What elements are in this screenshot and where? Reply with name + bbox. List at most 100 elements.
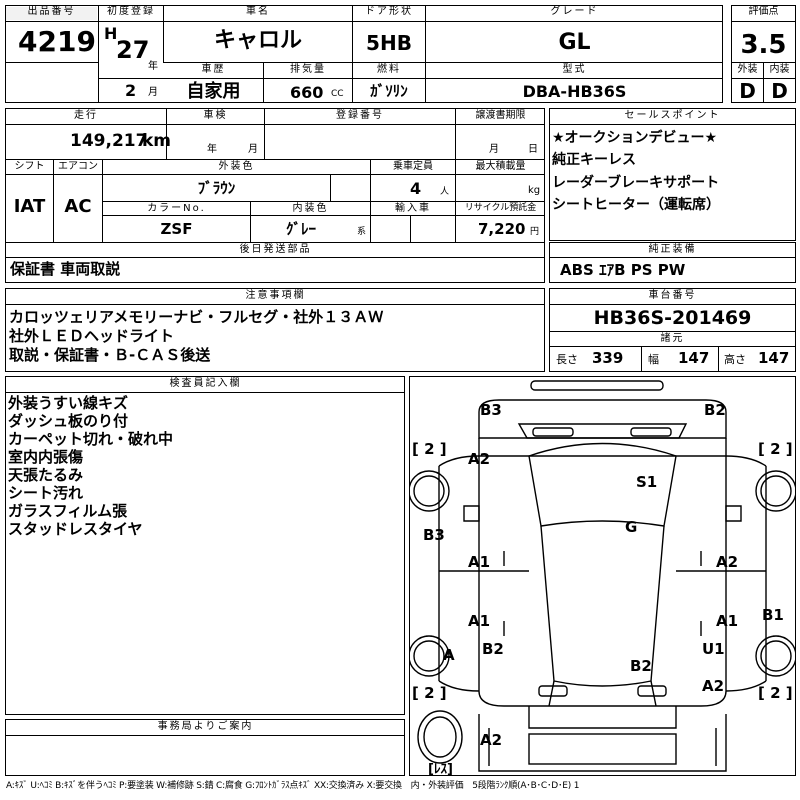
door-type: 5HB (366, 31, 412, 55)
caution-line: カロッツェリアメモリーナビ・フルセグ・社外１３ＡＷ (9, 308, 384, 326)
sales-item: レーダーブレーキサポート (552, 175, 720, 191)
grade: GL (558, 30, 591, 55)
detail-table (5, 108, 545, 283)
score: 3.5 (740, 30, 787, 60)
damage-mark: B3 (480, 401, 502, 419)
header-table (5, 5, 723, 103)
intcolor-label: 内装色 (292, 203, 329, 214)
door-label: ドア形状 (365, 6, 413, 17)
office-box (5, 719, 405, 776)
displacement-unit: CC (331, 89, 344, 99)
inspector-line: シート汚れ (8, 484, 84, 502)
inspector-label: 検査員記入欄 (169, 378, 242, 389)
inspector-line: ダッシュ板のり付 (8, 412, 129, 430)
car-outline (409, 380, 796, 772)
reg-year-unit: 年 (148, 61, 158, 72)
damage-mark: B2 (704, 401, 726, 419)
grade-label: グレード (550, 6, 599, 17)
caution-label: 注意事項欄 (245, 290, 306, 301)
interior-label: 内装 (769, 64, 790, 75)
inspection-year-unit: 年 (207, 144, 217, 155)
transfer-day-unit: 日 (528, 144, 538, 155)
capacity: 4 (410, 179, 422, 198)
load-label: 最大積載量 (475, 161, 526, 172)
colorno: ZSF (160, 220, 193, 238)
reg-month-unit: 月 (148, 87, 158, 98)
reg-label: 初度登録 (107, 6, 155, 17)
capacity-unit: 人 (440, 187, 450, 197)
equipment-label: 純正装備 (648, 244, 697, 255)
chassis-box (549, 288, 796, 372)
inspector-box (5, 376, 405, 715)
displacement-label: 排気量 (290, 64, 326, 75)
inspector-line: 外装うすい線キズ (8, 394, 129, 412)
history-label: 車歴 (201, 64, 226, 75)
inspection-month-unit: 月 (248, 144, 258, 155)
reg-era: H (104, 24, 118, 43)
history: 自家用 (186, 81, 241, 102)
model: DBA-HB36S (522, 82, 627, 101)
damage-mark: B3 (423, 526, 445, 544)
shift: IAT (13, 196, 46, 217)
recycle: 7,220 (478, 220, 526, 238)
ac-label: エアコン (58, 161, 98, 172)
color-label: 外装色 (218, 161, 255, 172)
equipment (549, 242, 796, 283)
tire-rear-left: [ 2 ] (412, 684, 447, 702)
recycle-unit: 円 (530, 227, 540, 237)
transfer-month-unit: 月 (489, 144, 499, 155)
sales-label: セールスポイント (624, 110, 721, 121)
mileage-label: 走行 (74, 110, 98, 121)
damage-mark: B2 (482, 640, 504, 658)
plate-label: 登録番号 (336, 110, 384, 121)
caution-line: 社外ＬＥＤヘッドライト (9, 327, 175, 345)
recycle-label: リサイクル預託金 (464, 203, 537, 213)
damage-mark: B2 (630, 657, 652, 675)
model-label: 型式 (562, 64, 587, 75)
sales-item: ★オークションデビュー★ (552, 130, 718, 146)
interior-grade: D (771, 79, 788, 103)
colorno-label: カラーNo. (147, 203, 206, 214)
damage-mark: A (443, 646, 455, 664)
capacity-label: 乗車定員 (393, 161, 433, 172)
inspector-line: 室内内張傷 (8, 448, 84, 466)
transfer-label: 譲渡書期限 (475, 110, 526, 121)
name-label: 車名 (246, 6, 270, 17)
office-label: 事務局よりご案内 (157, 721, 254, 732)
chassis-label: 車台番号 (648, 290, 697, 301)
caution-line: 取説・保証書・Ｂ-ＣＡＳ後送 (9, 346, 211, 364)
chassis-number: HB36S-201469 (593, 307, 752, 329)
sales-item: 純正キーレス (552, 152, 636, 168)
lot-number: 4219 (18, 25, 96, 58)
tire-rear-right: [ 2 ] (758, 684, 793, 702)
damage-mark: A2 (702, 677, 725, 695)
fuel: ｶﾞｿﾘﾝ (370, 82, 408, 100)
car-diagram (409, 376, 796, 776)
reg-month: 2 (125, 81, 137, 100)
inspector-line: スタッドレスタイヤ (8, 520, 143, 538)
damage-mark: A2 (468, 450, 491, 468)
car-name: キャロル (213, 28, 302, 53)
import-label: 輸入車 (395, 203, 431, 214)
length-label: 長さ (556, 353, 578, 366)
fuel-label: 燃料 (377, 64, 401, 75)
load-unit: kg (528, 185, 541, 196)
width: 147 (678, 349, 710, 367)
displacement: 660 (290, 83, 324, 102)
tire-spare: [ﾚｽ] (428, 762, 453, 777)
intcolor: ｸﾞﾚｰ (285, 220, 316, 238)
mileage: 149,217 (70, 131, 148, 151)
damage-mark: G (625, 518, 638, 536)
width-label: 幅 (648, 353, 659, 366)
inspector-line: ガラスフィルム張 (8, 502, 128, 520)
damage-mark: A1 (468, 612, 491, 630)
score-label: 評価点 (748, 6, 779, 17)
ac: AC (64, 196, 92, 217)
lot-label: 出品番号 (6, 7, 97, 20)
exterior-grade: D (739, 79, 756, 103)
damage-mark: B1 (762, 606, 784, 624)
intcolor-unit: 系 (357, 227, 367, 237)
reg-year: 27 (116, 36, 150, 64)
sales-item: シートヒーター（運転席） (552, 197, 720, 213)
shift-label: シフト (14, 161, 45, 172)
